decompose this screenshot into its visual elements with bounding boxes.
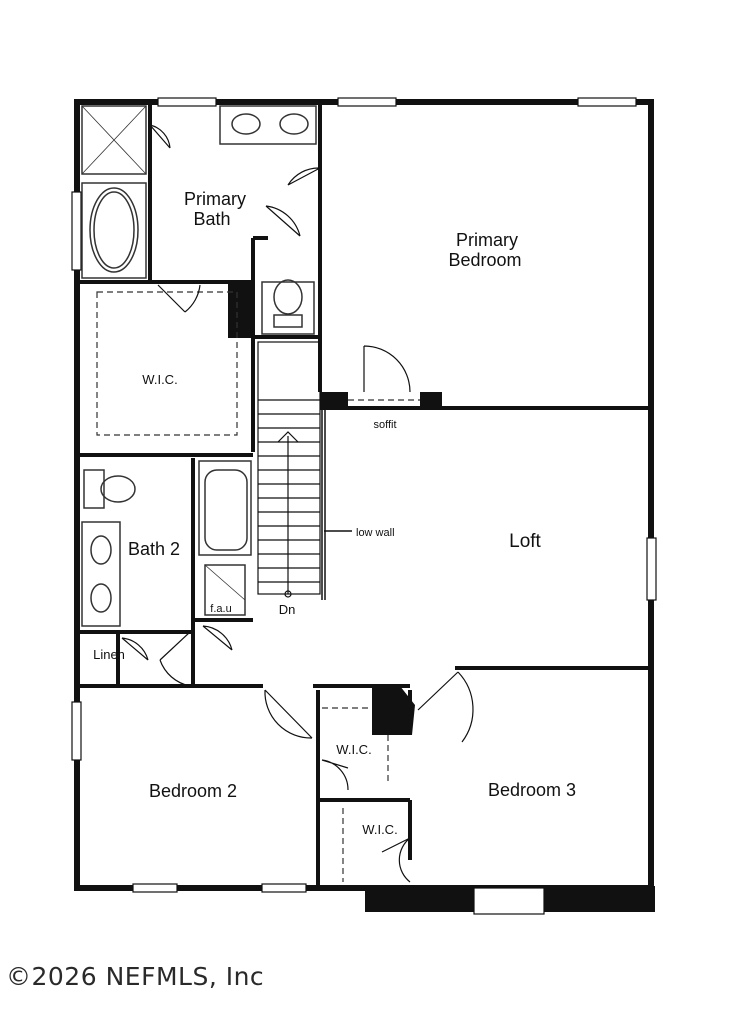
interior-walls — [77, 102, 651, 888]
soffit-label: soffit — [373, 419, 396, 431]
wic-primary-label: W.I.C. — [142, 372, 177, 387]
low-wall — [321, 410, 352, 600]
primary-bedroom-label-1: Primary — [456, 230, 518, 250]
primary-bath-label-2: Bath — [193, 209, 230, 229]
dashed-lines — [96, 291, 420, 882]
exterior-walls — [74, 99, 654, 891]
bedroom3-label: Bedroom 3 — [488, 780, 576, 800]
wic-lower-label: W.I.C. — [362, 822, 397, 837]
bath2-label: Bath 2 — [128, 539, 180, 559]
bedroom2-label: Bedroom 2 — [149, 781, 237, 801]
doors — [121, 124, 474, 883]
stairs — [257, 341, 321, 598]
watermark: ©2026 NEFMLS, Inc — [6, 962, 265, 991]
fixtures — [81, 105, 317, 627]
linen-label: Linen — [93, 647, 125, 662]
wall-blocks — [228, 282, 442, 735]
windows — [71, 97, 657, 915]
loft-label: Loft — [509, 531, 541, 552]
room-labels: Primary Bath Primary Bedroom W.I.C. Bath… — [93, 189, 576, 837]
fau-label: f.a.u — [210, 603, 231, 615]
primary-bath-label-1: Primary — [184, 189, 246, 209]
low-wall-label: low wall — [356, 527, 395, 539]
wic-upper-label: W.I.C. — [336, 742, 371, 757]
stairs-down-label: Dn — [279, 602, 296, 617]
primary-bedroom-label-2: Bedroom — [448, 250, 521, 270]
